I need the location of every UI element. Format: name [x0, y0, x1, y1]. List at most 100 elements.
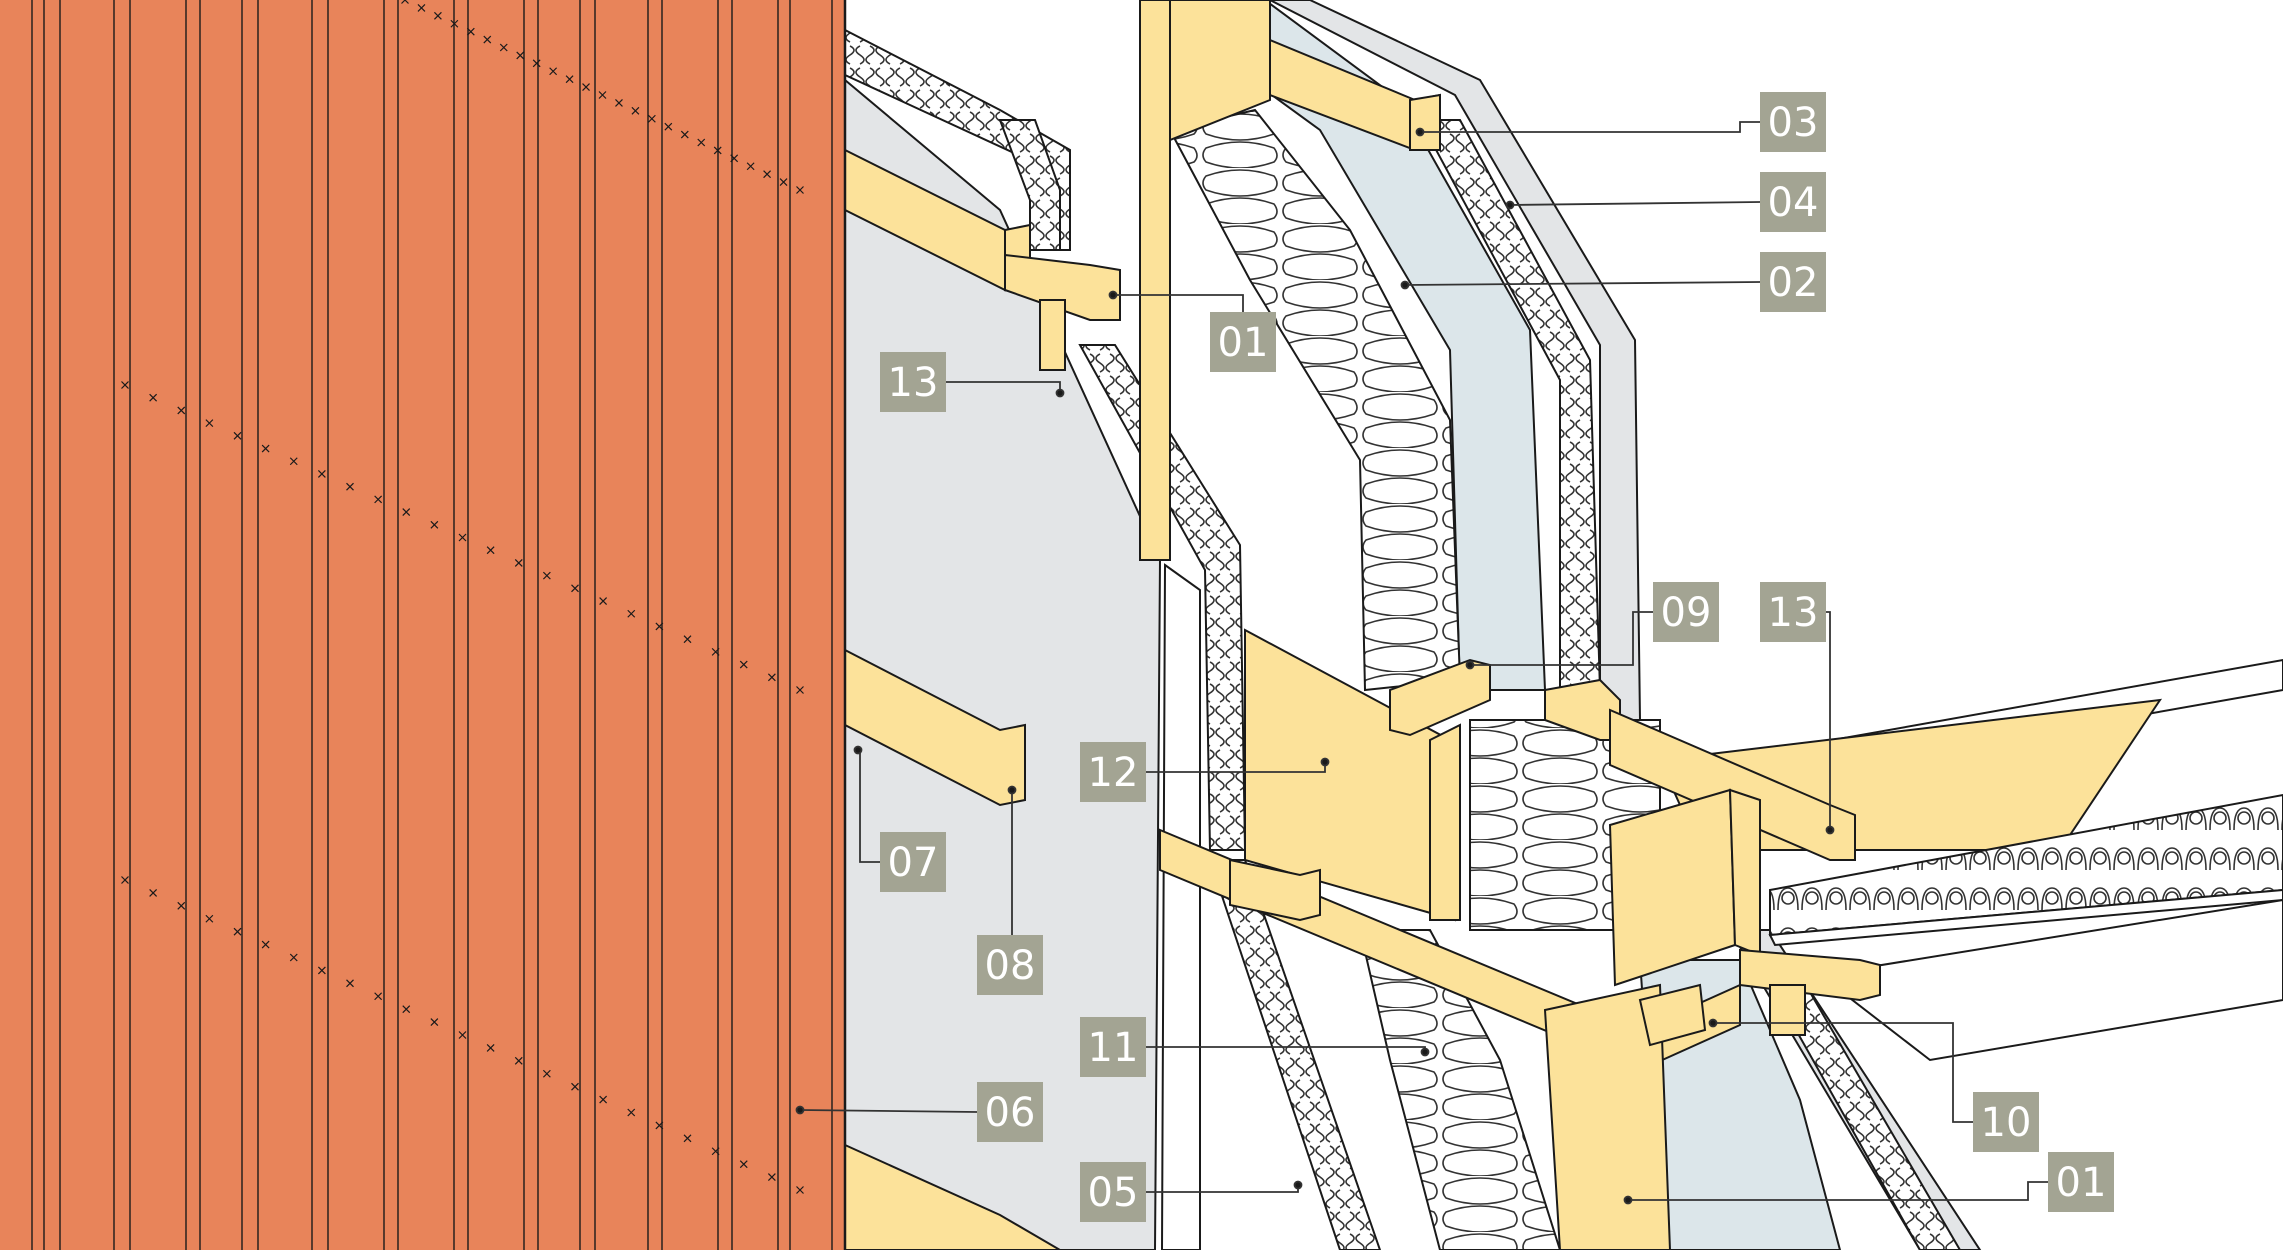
screw-mark — [516, 51, 525, 60]
callout-label: 11 — [1088, 1025, 1139, 1071]
screw-mark — [514, 558, 523, 567]
screw-mark — [149, 393, 158, 402]
callout-tag — [1210, 312, 1276, 372]
screw-mark — [571, 1082, 579, 1091]
leader-dot — [1320, 757, 1330, 767]
screw-mark — [571, 584, 579, 593]
screw-mark — [317, 966, 326, 975]
screw-mark — [615, 98, 623, 107]
callout-label: 04 — [1768, 180, 1819, 226]
callout-label: 05 — [1088, 1170, 1139, 1216]
screw-mark — [542, 1069, 551, 1078]
leader-line — [1420, 121, 1760, 133]
screw-mark — [374, 992, 383, 1001]
callout-tag — [1973, 1092, 2039, 1152]
screw-mark — [486, 1043, 495, 1052]
screw-mark — [205, 419, 214, 428]
callout-tag — [880, 832, 946, 892]
callout-label: 02 — [1768, 260, 1819, 306]
leader-dot — [1623, 1195, 1633, 1205]
screw-mark — [289, 953, 298, 962]
callout-tag — [880, 352, 946, 412]
leader-line — [1713, 1022, 1973, 1123]
screw-mark — [655, 622, 664, 631]
callout-tag — [977, 935, 1043, 995]
screw-mark — [402, 1005, 411, 1014]
callout-label: 13 — [1768, 590, 1819, 636]
callout-tag — [1080, 1162, 1146, 1222]
callout-tag — [2048, 1152, 2114, 1212]
screw-mark — [177, 406, 186, 415]
screw-mark — [177, 901, 186, 910]
screw-mark — [402, 508, 411, 517]
callout-tag — [977, 1082, 1043, 1142]
callout-label: 13 — [888, 360, 939, 406]
callout-label: 01 — [2056, 1160, 2107, 1206]
screw-mark — [458, 1031, 467, 1039]
screw-mark — [433, 11, 442, 20]
screw-mark — [417, 3, 426, 12]
leader-dot — [1415, 127, 1425, 137]
leader-line — [1404, 281, 1761, 286]
screw-mark — [598, 91, 607, 99]
screw-mark — [430, 1018, 439, 1027]
callout-label: 03 — [1768, 100, 1819, 146]
callout-label: 01 — [1218, 320, 1269, 366]
screw-mark — [631, 106, 640, 115]
screw-mark — [346, 482, 354, 491]
leader-dot — [1825, 825, 1835, 835]
leader-dot — [795, 1105, 805, 1115]
screw-mark — [713, 146, 722, 155]
screw-mark — [458, 533, 467, 542]
leader-dot — [1708, 1018, 1718, 1028]
screw-mark — [697, 138, 706, 147]
screw-mark — [466, 27, 475, 36]
screw-mark — [261, 444, 270, 453]
screw-mark — [205, 914, 214, 923]
leader-line — [1113, 294, 1244, 312]
screw-mark — [683, 1134, 692, 1143]
screw-mark — [483, 35, 492, 44]
screw-mark — [532, 59, 541, 68]
leader-dot — [1400, 280, 1410, 290]
screw-mark — [233, 927, 242, 936]
leader-dot — [1007, 785, 1017, 795]
screw-mark — [430, 520, 439, 529]
leader-dot — [1505, 200, 1515, 210]
screw-mark — [746, 162, 755, 171]
screw-mark — [664, 122, 673, 131]
screw-mark — [739, 660, 748, 669]
callout-tag — [1080, 1017, 1146, 1077]
screw-mark — [796, 686, 804, 694]
screw-mark — [121, 876, 129, 884]
leader-line — [1628, 1181, 2048, 1201]
screw-mark — [346, 979, 354, 988]
screw-mark — [647, 114, 656, 123]
callout-tag — [1760, 252, 1826, 312]
screw-mark — [450, 19, 459, 28]
exterior-cladding-panel — [0, 0, 847, 1250]
screw-mark — [565, 75, 574, 84]
screw-mark — [149, 888, 158, 897]
screw-mark — [289, 457, 298, 466]
screw-mark — [627, 609, 636, 618]
callout-label: 07 — [888, 840, 939, 886]
screw-mark — [779, 178, 788, 187]
screw-mark — [514, 1056, 523, 1065]
callout-label: 12 — [1088, 750, 1139, 796]
callout-label: 10 — [1981, 1100, 2032, 1146]
leader-dot — [1293, 1180, 1303, 1190]
screw-mark — [374, 495, 383, 504]
callout-tag — [1760, 172, 1826, 232]
screw-mark — [680, 130, 689, 139]
screw-mark — [683, 635, 692, 644]
screw-mark — [796, 1186, 804, 1194]
screw-mark — [261, 940, 270, 949]
screw-mark — [767, 673, 776, 682]
callout-tag — [1760, 582, 1826, 642]
screw-mark — [655, 1121, 664, 1130]
callout-leader-lines — [795, 121, 2048, 1205]
screw-mark — [767, 1173, 776, 1182]
